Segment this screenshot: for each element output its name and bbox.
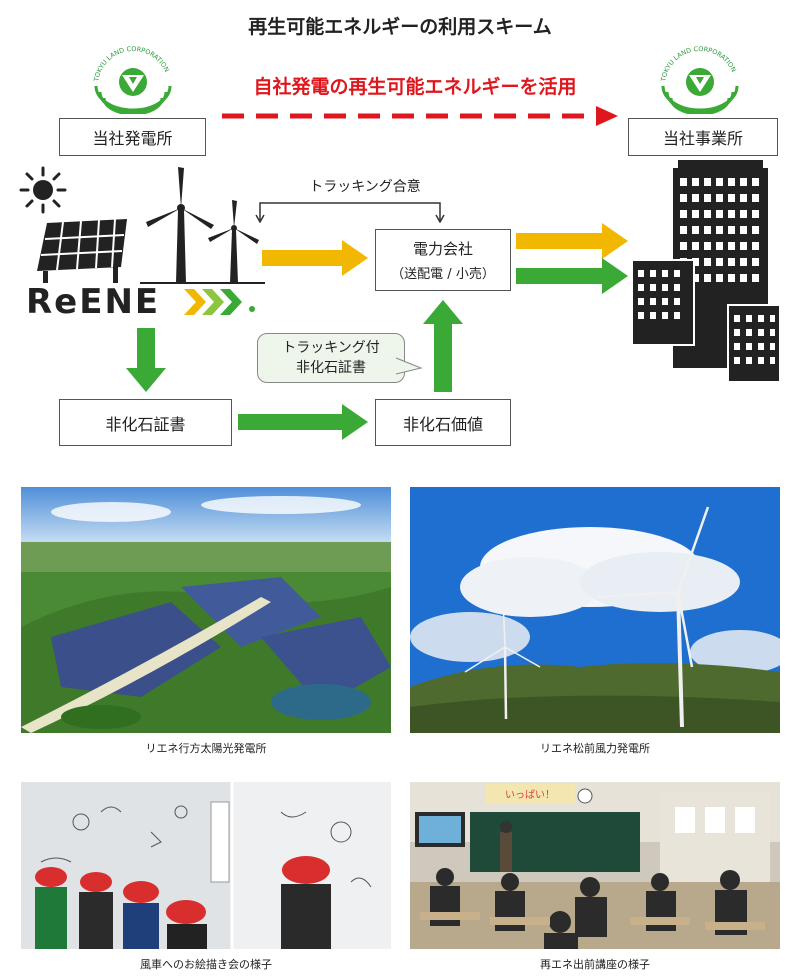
solar-plant-photo <box>21 487 391 733</box>
classroom-lecture-photo: いっぱい！ <box>410 782 780 949</box>
reene-chevron-icon <box>182 285 262 319</box>
green-arrow-down <box>126 328 166 392</box>
wind-farm-caption: リエネ松前風力発電所 <box>540 742 650 755</box>
tracking-agreement-bracket <box>255 193 450 224</box>
own-office-box: 当社事業所 <box>628 118 778 156</box>
svg-text:いっぱい！: いっぱい！ <box>505 789 555 801</box>
wind-turbine-icon <box>140 165 265 285</box>
tracking-agreement-label: トラッキング合意 <box>309 179 421 195</box>
power-company-title: 電力会社 <box>412 240 473 258</box>
yellow-arrow-to-power-company <box>262 240 368 276</box>
green-arrow-to-office <box>516 258 628 294</box>
sun-icon <box>18 165 68 215</box>
tokyu-land-logo-right: TOKYU LAND CORPORATION <box>655 45 745 116</box>
non-fossil-certificate-box: 非化石証書 <box>59 399 232 446</box>
solar-plant-caption: リエネ行方太陽光発電所 <box>145 742 267 755</box>
tokyu-land-logo-left: TOKYU LAND CORPORATION <box>88 45 178 116</box>
bubble-tail <box>395 352 425 382</box>
power-company-subtitle: （送配電 / 小売） <box>391 267 495 282</box>
solar-panel-icon <box>35 215 135 285</box>
power-company-box: 電力会社 （送配電 / 小売） <box>375 229 511 291</box>
green-arrow-up <box>423 300 463 392</box>
page-title: 再生可能エネルギーの利用スキーム <box>248 16 552 38</box>
tracking-certificate-bubble: トラッキング付 非化石証書 <box>257 333 405 383</box>
red-arrow-label: 自社発電の再生可能エネルギーを活用 <box>253 76 577 98</box>
non-fossil-value-box: 非化石価値 <box>375 399 511 446</box>
own-power-plant-box: 当社発電所 <box>59 118 206 156</box>
turbine-drawing-event-photo <box>21 782 391 949</box>
classroom-lecture-caption: 再エネ出前講座の様子 <box>540 958 650 971</box>
red-dashed-arrow <box>220 105 620 127</box>
turbine-drawing-event-caption: 風車へのお絵描き会の様子 <box>140 958 272 971</box>
bubble-line-1: トラッキング付 <box>282 340 380 356</box>
wind-farm-photo <box>410 487 780 733</box>
reene-brand-logo: ReENE <box>26 282 161 322</box>
bubble-line-2: 非化石証書 <box>296 360 366 376</box>
green-arrow-right <box>238 404 368 440</box>
yellow-arrow-to-office <box>516 223 628 259</box>
office-buildings-icon <box>628 160 783 383</box>
